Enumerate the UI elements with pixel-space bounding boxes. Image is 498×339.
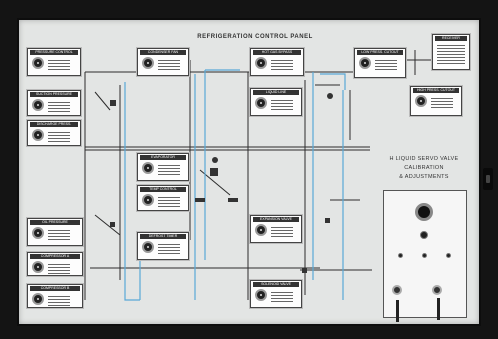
- module-label: SUCTION PRESSURE: [30, 92, 78, 97]
- module-label: COMPRESSOR A: [30, 254, 80, 259]
- module-compressor-a: COMPRESSOR A: [27, 252, 83, 276]
- gauge-scale: [48, 294, 70, 306]
- module-label: PRESSURE CONTROL: [30, 50, 78, 55]
- module-discharge-pressure: DISCHARGE PRESS.: [27, 120, 81, 146]
- module-liquid-line: LIQUID LINE: [250, 88, 302, 116]
- module-label: DISCHARGE PRESS.: [30, 122, 78, 127]
- gauge-scale: [158, 195, 180, 207]
- module-label: OIL PRESSURE: [30, 220, 80, 225]
- module-label: EVAPORATOR: [140, 155, 186, 160]
- gauge-scale: [271, 290, 293, 302]
- module-label: SOLENOID VALVE: [253, 282, 299, 287]
- servo-valve-panel: [383, 190, 467, 318]
- gauge-scale: [48, 100, 70, 112]
- dial-knob[interactable]: [32, 293, 44, 305]
- module-hot-gas-bypass: HOT GAS BYPASS: [250, 48, 304, 76]
- gauge-scale: [431, 96, 453, 108]
- gauge-scale: [437, 43, 465, 65]
- gauge-scale: [48, 58, 70, 70]
- gauge-scale: [158, 58, 180, 70]
- gauge-scale: [271, 98, 293, 110]
- module-defrost-timer: DEFROST TIMER: [137, 232, 189, 260]
- module-suction-pressure: SUCTION PRESSURE: [27, 90, 81, 116]
- panel-title: REFRIGERATION CONTROL PANEL: [197, 34, 313, 40]
- dial-knob[interactable]: [255, 97, 267, 109]
- module-condenser-fan: CONDENSER FAN: [137, 48, 189, 76]
- dial-knob[interactable]: [142, 162, 154, 174]
- module-label: EXPANSION VALVE: [253, 217, 299, 222]
- gauge-scale: [48, 228, 70, 240]
- dial-knob[interactable]: [415, 95, 427, 107]
- module-label: CONDENSER FAN: [140, 50, 186, 55]
- module-oil-pressure: OIL PRESSURE: [27, 218, 83, 246]
- dial-knob[interactable]: [255, 57, 267, 69]
- indicator-light-center: [422, 253, 427, 258]
- gauge-scale: [158, 242, 180, 254]
- dial-knob[interactable]: [32, 129, 44, 141]
- module-label: HIGH PRESS. CUTOUT: [413, 88, 459, 93]
- gauge-scale: [271, 58, 293, 70]
- dial-knob[interactable]: [359, 57, 371, 69]
- gauge-scale: [271, 225, 293, 237]
- servo-heading-line1: H LIQUID SERVO VALVE: [389, 156, 459, 162]
- module-label: HOT GAS BYPASS: [253, 50, 301, 55]
- gauge-scale: [48, 130, 70, 142]
- dial-knob[interactable]: [142, 57, 154, 69]
- dial-knob[interactable]: [32, 261, 44, 273]
- servo-heading-line2: CALIBRATION: [404, 165, 444, 171]
- servo-heading-line3: & ADJUSTMENTS: [399, 174, 449, 180]
- module-high-press-cutout: HIGH PRESS. CUTOUT: [410, 86, 462, 116]
- indicator-light-left: [398, 253, 403, 258]
- module-evaporator: EVAPORATOR: [137, 153, 189, 181]
- module-solenoid-valve: SOLENOID VALVE: [250, 280, 302, 308]
- module-label: COMPRESSOR B: [30, 286, 80, 291]
- module-compressor-b: COMPRESSOR B: [27, 284, 83, 308]
- dial-knob[interactable]: [32, 227, 44, 239]
- module-low-press-cutout: LOW PRESS. CUTOUT: [354, 48, 406, 78]
- module-label: LIQUID LINE: [253, 90, 299, 95]
- servo-trim-knob[interactable]: [420, 231, 428, 239]
- module-label: TEMP CONTROL: [140, 187, 186, 192]
- dial-knob[interactable]: [255, 289, 267, 301]
- test-jack-right[interactable]: [432, 285, 442, 295]
- module-label: RECEIVER: [435, 36, 467, 41]
- gauge-scale: [48, 262, 70, 274]
- test-jack-left[interactable]: [392, 285, 402, 295]
- module-label: DEFROST TIMER: [140, 234, 186, 239]
- gauge-scale: [375, 58, 397, 70]
- indicator-light-right: [446, 253, 451, 258]
- dial-knob[interactable]: [142, 241, 154, 253]
- module-receiver: RECEIVER: [432, 34, 470, 70]
- gauge-scale: [158, 163, 180, 175]
- module-pressure-control: PRESSURE CONTROL: [27, 48, 81, 76]
- servo-valve-heading: H LIQUID SERVO VALVE CALIBRATION & ADJUS…: [372, 155, 476, 185]
- servo-main-knob[interactable]: [415, 203, 433, 221]
- module-expansion-valve: EXPANSION VALVE: [250, 215, 302, 243]
- dial-knob[interactable]: [255, 224, 267, 236]
- door-latch[interactable]: [483, 168, 493, 190]
- module-temp-control: TEMP CONTROL: [137, 185, 189, 211]
- dial-knob[interactable]: [142, 194, 154, 206]
- module-label: LOW PRESS. CUTOUT: [357, 50, 403, 55]
- test-plug-left[interactable]: [396, 300, 399, 322]
- test-plug-right[interactable]: [437, 298, 440, 320]
- dial-knob[interactable]: [32, 99, 44, 111]
- dial-knob[interactable]: [32, 57, 44, 69]
